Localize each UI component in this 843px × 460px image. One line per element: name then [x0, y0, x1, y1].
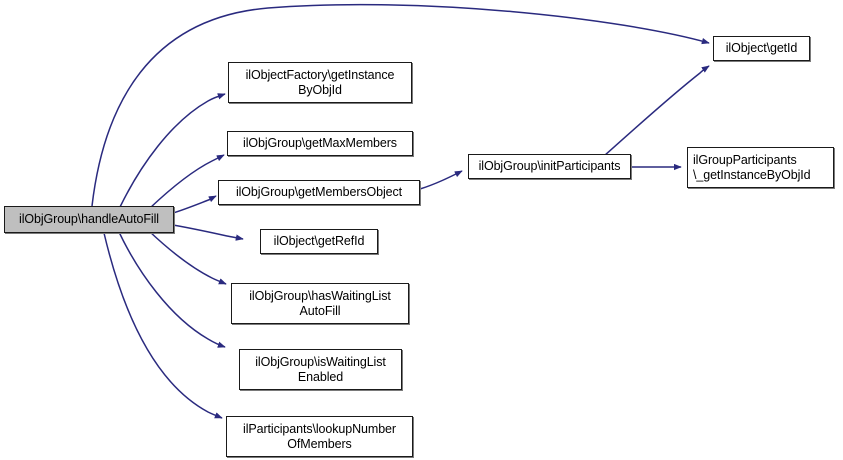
node-label: ilObject\getRefId — [273, 234, 365, 249]
node-initParticipants[interactable]: ilObjGroup\initParticipants — [468, 154, 631, 179]
node-label: ilObjGroup\handleAutoFill — [19, 212, 159, 227]
edge-handleAutoFill-getRefId — [172, 224, 244, 241]
node-getInstanceByObjIdGP[interactable]: ilGroupParticipants \_getInstanceByObjId — [687, 147, 834, 188]
edge-handleAutoFill-isWaitingListEnabled — [118, 231, 226, 348]
node-lookupNumberOfMembers[interactable]: ilParticipants\lookupNumber OfMembers — [226, 416, 413, 457]
node-label: ilObjGroup\initParticipants — [478, 159, 621, 174]
node-label: ilObjGroup\hasWaitingList AutoFill — [249, 289, 391, 318]
edge-handleAutoFill-getMaxMembers — [149, 154, 225, 209]
node-getRefId[interactable]: ilObject\getRefId — [260, 229, 378, 254]
node-label: ilObjGroup\isWaitingList Enabled — [255, 355, 386, 384]
node-getMembersObject[interactable]: ilObjGroup\getMembersObject — [218, 180, 420, 205]
node-label: ilObjGroup\getMembersObject — [235, 185, 403, 200]
node-handleAutoFill[interactable]: ilObjGroup\handleAutoFill — [4, 206, 174, 233]
edge-handleAutoFill-getMembersObject — [172, 195, 217, 214]
node-isWaitingListEnabled[interactable]: ilObjGroup\isWaitingList Enabled — [239, 349, 402, 390]
edge-handleAutoFill-hasWaitingListAutoFill — [148, 230, 227, 285]
node-label: ilObject\getId — [725, 41, 798, 56]
node-label: ilObjGroup\getMaxMembers — [243, 136, 397, 151]
edge-initParticipants-getId — [603, 65, 710, 157]
node-label: ilGroupParticipants \_getInstanceByObjId — [693, 153, 811, 182]
node-getId[interactable]: ilObject\getId — [713, 36, 810, 61]
node-getMaxMembers[interactable]: ilObjGroup\getMaxMembers — [227, 131, 413, 156]
node-label: ilParticipants\lookupNumber OfMembers — [243, 422, 396, 451]
node-hasWaitingListAutoFill[interactable]: ilObjGroup\hasWaitingList AutoFill — [231, 283, 409, 324]
node-getInstanceByObjId[interactable]: ilObjectFactory\getInstance ByObjId — [228, 62, 412, 103]
edge-handleAutoFill-lookupNumberOfMembers — [103, 232, 223, 419]
edge-handleAutoFill-getInstanceByObjId — [119, 93, 226, 208]
node-label: ilObjectFactory\getInstance ByObjId — [245, 68, 395, 97]
edge-getMembersObject-initParticipants — [419, 170, 463, 190]
